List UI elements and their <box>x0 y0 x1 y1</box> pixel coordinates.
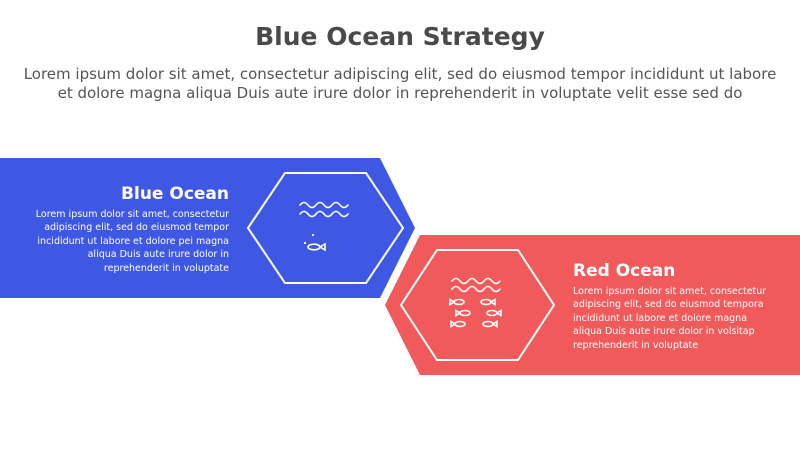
description-line: adipiscing elit, sed do eiusmod tempor <box>44 222 229 234</box>
red-hexagon-outline <box>399 249 556 361</box>
description-line: reprehenderit in voluptate <box>103 262 229 274</box>
red-ocean-band <box>385 235 800 375</box>
blue-ocean-band <box>0 158 415 298</box>
description-line: incididunt ut labore et dolore magna <box>573 312 748 324</box>
sea-waves-single-fish-icon <box>299 201 349 252</box>
description-line: aliqua Duis aute irure dolor in <box>87 249 229 261</box>
page-title: Blue Ocean Strategy <box>255 22 545 51</box>
description-line: adipiscing elit, sed do eiusmod tempora <box>573 299 764 311</box>
blue-hexagon-outline <box>246 172 405 284</box>
red-ocean-title: Red Ocean <box>573 261 676 281</box>
blue-ocean-description: Lorem ipsum dolor sit amet, consectetur … <box>0 208 229 275</box>
blue-ocean-title: Blue Ocean <box>121 184 229 204</box>
sea-waves-many-fish-icon <box>449 277 502 328</box>
description-line: incididunt ut labore et dolore pei magna <box>37 235 229 247</box>
description-line: Lorem ipsum dolor sit amet, consectetur <box>35 209 229 220</box>
description-line: Lorem ipsum dolor sit amet, consectetur <box>573 286 767 297</box>
page-subtitle: Lorem ipsum dolor sit amet, consectetur … <box>20 65 780 103</box>
subtitle-line: et dolore magna aliqua Duis aute irure d… <box>57 84 743 102</box>
description-line: aliqua Duis aute irure dolor in volsitap <box>573 326 755 338</box>
red-ocean-description: Lorem ipsum dolor sit amet, consectetur … <box>573 285 766 352</box>
description-line: reprehenderit in voluptate <box>573 339 699 351</box>
subtitle-line: Lorem ipsum dolor sit amet, consectetur … <box>23 65 777 83</box>
